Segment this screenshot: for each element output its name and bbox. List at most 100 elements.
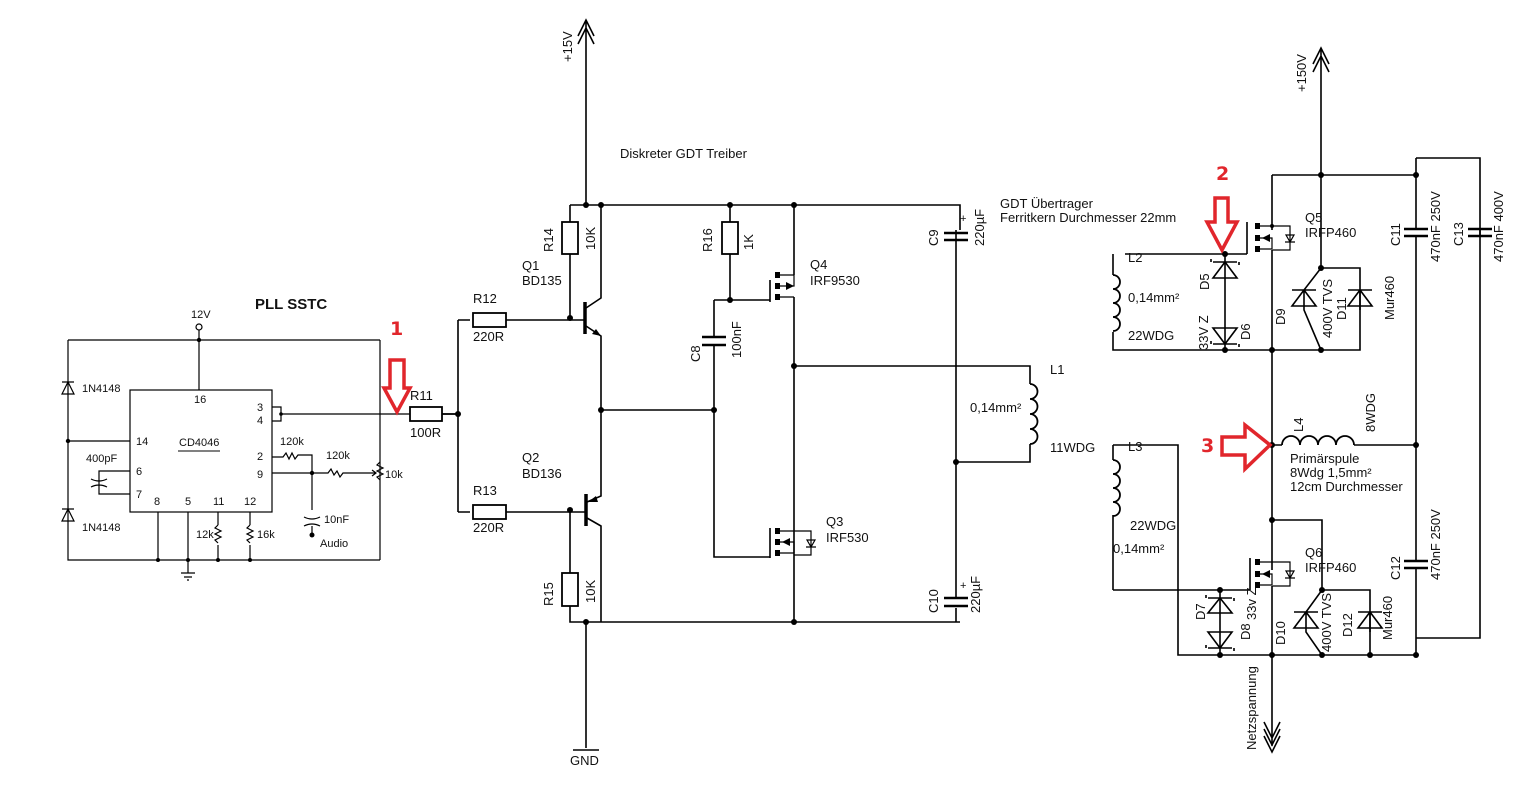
- diode-bottom-label: 1N4148: [82, 522, 121, 534]
- supply-150v-label: +150V: [1294, 54, 1309, 92]
- c9-ref: C9: [926, 229, 941, 246]
- c12-value: 470nF 250V: [1428, 509, 1443, 580]
- pin-12-label: 12: [244, 496, 256, 508]
- l4-ref: L4: [1291, 418, 1306, 432]
- marker-3-label: 3: [1201, 435, 1214, 457]
- d9-ref: D9: [1273, 308, 1288, 325]
- pin-14-label: 14: [136, 436, 148, 448]
- pin-5-label: 5: [185, 496, 191, 508]
- q5-ref: Q5: [1305, 210, 1322, 225]
- r11-value: 100R: [410, 425, 441, 440]
- l3-ref: L3: [1128, 439, 1142, 454]
- inductor-l4-primary: [1281, 435, 1355, 446]
- marker-2-label: 2: [1216, 163, 1229, 185]
- l3-wire: 0,14mm²: [1113, 541, 1165, 556]
- l4-desc-1: Primärspule: [1290, 451, 1359, 466]
- l4-desc-3: 12cm Durchmesser: [1290, 479, 1403, 494]
- l4-desc-2: 8Wdg 1,5mm²: [1290, 465, 1372, 480]
- l2-wire: 0,14mm²: [1128, 290, 1180, 305]
- d5-ref: D5: [1197, 273, 1212, 290]
- capacitor-c9: [944, 231, 968, 242]
- inductor-l1: [1029, 383, 1039, 445]
- q4-part: IRF9530: [810, 273, 860, 288]
- q3-mosfet: [769, 528, 817, 558]
- supply-15v-arrow: [577, 18, 595, 205]
- mur-top-label: Mur460: [1382, 276, 1397, 320]
- mur-bottom-label: Mur460: [1380, 596, 1395, 640]
- q1-ref: Q1: [522, 258, 539, 273]
- ground-symbol: [181, 560, 195, 581]
- r15-value: 10K: [583, 580, 598, 603]
- supply-150v-arrow: [1312, 46, 1330, 175]
- q6-part: IRFP460: [1305, 560, 1356, 575]
- l1-wire: 0,14mm²: [970, 400, 1022, 415]
- pin-3-label: 3: [257, 402, 263, 414]
- diode-1n4148-bottom: [61, 507, 75, 522]
- c11-value: 470nF 250V: [1428, 191, 1443, 262]
- svg-text:+: +: [960, 580, 966, 592]
- gdt-driver-title: Diskreter GDT Treiber: [620, 146, 748, 161]
- zener-d7: [1205, 595, 1235, 614]
- pot-label: 10k: [385, 469, 403, 481]
- q4-ref: Q4: [810, 257, 827, 272]
- diode-top-label: 1N4148: [82, 383, 121, 395]
- d6-ref: D6: [1238, 323, 1253, 340]
- tvs-d9: [1290, 267, 1322, 351]
- tvs-bottom-label: 400V TVS: [1319, 593, 1334, 652]
- l1-turns: 11WDG: [1050, 440, 1095, 455]
- q3-ref: Q3: [826, 514, 843, 529]
- gnd-symbol: [573, 622, 599, 751]
- r-pin2-label: 120k: [280, 436, 304, 448]
- resistor-r15: [561, 572, 579, 607]
- r13-ref: R13: [473, 483, 497, 498]
- d12-ref: D12: [1340, 613, 1355, 637]
- ic-name: CD4046: [179, 437, 219, 449]
- svg-text:+: +: [960, 213, 966, 225]
- zener-d5: [1210, 259, 1240, 279]
- c10-ref: C10: [926, 589, 941, 613]
- resistor-r13: [472, 504, 507, 520]
- q6-mosfet: [1113, 558, 1296, 591]
- c13-ref: C13: [1451, 222, 1466, 246]
- marker-1-arrow: [381, 358, 413, 416]
- r-pin12-label: 16k: [257, 529, 275, 541]
- l1-ref: L1: [1050, 362, 1064, 377]
- q6-ref: Q6: [1305, 545, 1322, 560]
- c10-value: 220µF: [968, 576, 983, 613]
- inductor-l2: [1112, 274, 1121, 332]
- c12-ref: C12: [1388, 556, 1403, 580]
- annotation-markers: 1 2 3: [381, 163, 1273, 474]
- r-pin9-label: 120k: [326, 450, 350, 462]
- resistor-r12: [472, 312, 507, 328]
- resistor-r14: [561, 221, 579, 255]
- pll-section: PLL SSTC 12V CD4046 16 3 4 14 2 9 6 7 8 …: [61, 296, 410, 581]
- mains-label: Netzspannung: [1244, 666, 1259, 750]
- l2-ref: L2: [1128, 250, 1142, 265]
- supply-15v-label: +15V: [560, 31, 575, 62]
- diode-d12: [1356, 610, 1384, 632]
- c13-value: 470nF 400V: [1491, 191, 1506, 262]
- l2-turns: 22WDG: [1128, 328, 1174, 343]
- c8-value: 100nF: [729, 321, 744, 358]
- mains-arrow: [1263, 655, 1281, 754]
- pin-8-label: 8: [154, 496, 160, 508]
- r16-value: 1K: [741, 234, 756, 250]
- q5-part: IRFP460: [1305, 225, 1356, 240]
- supply-12v-terminal: [195, 323, 203, 331]
- pin-7-label: 7: [136, 489, 142, 501]
- tvs-top-label: 400V TVS: [1320, 279, 1335, 338]
- pin-6-label: 6: [136, 466, 142, 478]
- q4-mosfet: [769, 205, 795, 622]
- pin-9-label: 9: [257, 469, 263, 481]
- pot-10k: [370, 461, 385, 481]
- pin-11-label: 11: [213, 496, 224, 508]
- resistor-r11: [409, 406, 443, 422]
- zener-bottom-label: 33v Z: [1244, 587, 1259, 620]
- inductor-l3: [1112, 459, 1121, 517]
- q1-part: BD135: [522, 273, 562, 288]
- tvs-d10: [1292, 589, 1323, 656]
- r15-ref: R15: [541, 582, 556, 606]
- capacitor-c11: [1404, 227, 1428, 238]
- r13-value: 220R: [473, 520, 504, 535]
- resistor-r16: [721, 221, 739, 255]
